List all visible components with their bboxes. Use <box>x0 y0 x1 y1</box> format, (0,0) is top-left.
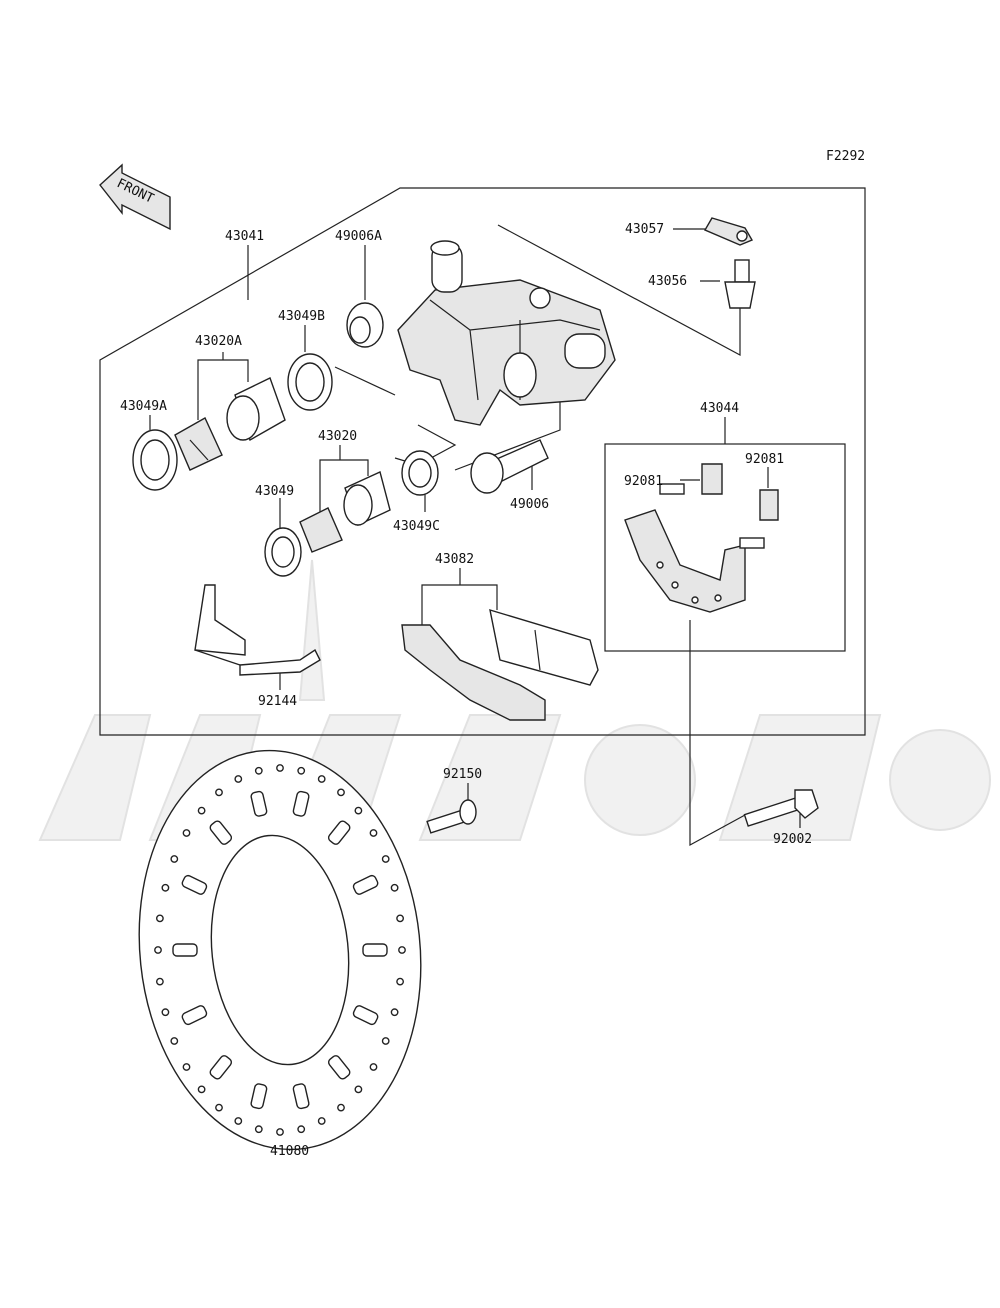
dust-seal-43049 <box>264 527 302 577</box>
disc-vent-hole <box>354 1085 363 1094</box>
disc-vent-hole <box>381 1037 390 1045</box>
disc-vent-hole <box>182 1063 191 1071</box>
disc-vent-hole <box>369 829 378 837</box>
disc-vent-hole <box>369 1063 378 1071</box>
disc-slot <box>181 1005 208 1026</box>
caliper-bracket-43044 <box>624 483 765 613</box>
callout-43020A: 43020A <box>195 334 242 349</box>
callout-49006: 49006 <box>510 497 549 512</box>
callout-92002: 92002 <box>773 832 812 847</box>
callout-43049: 43049 <box>255 484 294 499</box>
piston-43020 <box>343 471 391 526</box>
front-arrow-icon: FRONT <box>99 163 171 231</box>
callout-41080: 41080 <box>270 1144 309 1159</box>
callout-43041: 43041 <box>225 229 264 244</box>
brake-pad-set-43082 <box>401 608 599 721</box>
disc-vent-hole <box>337 788 345 797</box>
disc-vent-hole <box>254 1125 263 1134</box>
disc-slot <box>292 790 310 817</box>
callout-43020: 43020 <box>318 429 357 444</box>
callout-labels: 43041 49006A 43049B 43020A 43049A 43020 … <box>120 222 812 1159</box>
callout-43049C: 43049C <box>393 519 440 534</box>
disc-vent-hole <box>170 855 179 863</box>
callout-92144: 92144 <box>258 694 297 709</box>
disc-vent-hole <box>354 806 363 815</box>
brake-disc-41080 <box>138 749 422 1151</box>
disc-slot <box>209 1055 233 1080</box>
caliper-assembly-frame <box>99 187 866 736</box>
disc-vent-hole <box>215 788 223 797</box>
caliper-body <box>397 240 616 426</box>
disc-vent-hole <box>390 1008 399 1017</box>
disc-slot <box>181 874 208 895</box>
disc-slot <box>352 1005 379 1026</box>
callout-92150: 92150 <box>443 767 482 782</box>
disc-vent-hole <box>381 855 390 863</box>
callout-43044: 43044 <box>700 401 739 416</box>
disc-vent-hole <box>276 1128 284 1136</box>
disc-vent-hole <box>234 775 243 783</box>
piston-seal-43049C <box>401 450 439 496</box>
disc-vent-hole <box>254 766 263 775</box>
callout-43057: 43057 <box>625 222 664 237</box>
bleeder-cap-43057 <box>703 217 754 246</box>
disc-vent-hole <box>154 946 162 954</box>
pin-49006 <box>470 439 549 494</box>
disc-vent-hole <box>396 977 404 986</box>
disc-vent-hole <box>297 766 306 775</box>
disc-slot <box>327 1055 351 1080</box>
disc-vent-hole <box>317 1117 326 1125</box>
callout-49006A: 49006A <box>335 229 382 244</box>
disc-slot <box>352 874 379 895</box>
pad-spring-92081-left <box>701 463 723 495</box>
disc-vent-hole <box>161 1008 170 1017</box>
disc-vent-hole <box>396 914 404 923</box>
diagram-code: F2292 <box>826 149 865 164</box>
pad-spring-92081-right <box>759 489 779 521</box>
disc-vent-hole <box>276 764 284 772</box>
disc-vent-hole <box>215 1103 223 1112</box>
disc-vent-hole <box>337 1103 345 1112</box>
disc-slot <box>327 820 351 845</box>
bleeder-valve-43056 <box>724 259 756 309</box>
piston-43020A <box>226 377 286 442</box>
callout-92081-left: 92081 <box>624 474 663 489</box>
disc-vent-hole <box>317 775 326 783</box>
disc-vent-hole <box>155 914 164 923</box>
screw-92150 <box>426 799 477 834</box>
disc-vent-hole <box>170 1037 179 1045</box>
disc-vent-hole <box>155 977 164 986</box>
disc-vent-hole <box>398 946 406 954</box>
disc-vent-hole <box>297 1125 306 1134</box>
disc-slot <box>292 1083 310 1110</box>
callout-43049A: 43049A <box>120 399 167 414</box>
disc-slot <box>172 943 198 957</box>
disc-slot <box>250 790 268 817</box>
disc-vent-hole <box>182 829 191 837</box>
disc-vent-hole <box>234 1117 243 1125</box>
disc-vent-hole <box>390 883 399 892</box>
spring-clip-92144 <box>194 584 321 676</box>
dust-seal-43049A <box>132 429 178 491</box>
callout-43082: 43082 <box>435 552 474 567</box>
disc-vent-hole <box>161 883 170 892</box>
pin-boot-49006A <box>346 302 384 348</box>
piston-insulator-43020 <box>299 507 343 553</box>
disc-slot <box>250 1083 268 1110</box>
disc-vent-hole <box>197 1085 206 1094</box>
callout-43056: 43056 <box>648 274 687 289</box>
disc-slot <box>209 820 233 845</box>
disc-vent-hole <box>197 806 206 815</box>
callout-43049B: 43049B <box>278 309 325 324</box>
disc-slot <box>362 943 388 957</box>
bolt-92002 <box>743 789 819 827</box>
callout-92081-right: 92081 <box>745 452 784 467</box>
piston-insulator-43020A <box>174 417 223 471</box>
piston-seal-43049B <box>287 353 333 411</box>
